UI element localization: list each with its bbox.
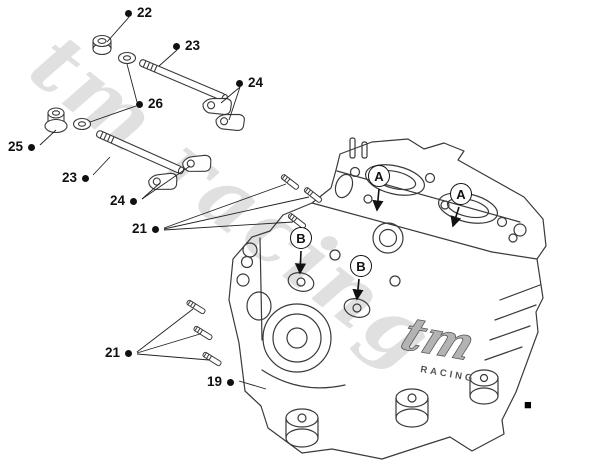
callout-label: 19 [207,374,223,389]
leader-lines [39,16,310,390]
washer-26-lower-drawing [72,117,92,131]
callout-23-top: 23 [173,38,200,54]
callout-label: 21 [132,221,148,236]
callout-label: 25 [8,139,24,154]
callout-label: 21 [105,345,121,360]
callout-dot [125,349,133,357]
callout-dot [173,42,180,50]
rocker-24-upper-a-drawing [202,97,232,115]
callout-dot [152,225,160,233]
letter-callout-b-right: B [350,255,372,277]
callout-24-bottom: 24 [110,193,138,209]
rocker-24-lower-b-drawing [182,154,212,172]
callout-26: 26 [136,96,163,112]
mounting-foot [469,369,499,405]
callout-dot [130,197,138,205]
callout-dot [125,9,132,17]
callout-dot [227,378,235,386]
small-studs-21-upper [280,174,323,229]
collar-25-drawing [44,107,68,134]
letter-callout-arrows [294,188,462,301]
callout-label: 24 [248,75,264,90]
callout-22: 22 [125,5,152,21]
callout-label: 22 [137,5,153,20]
callout-label: 24 [110,193,126,208]
callout-21-upper: 21 [132,221,160,237]
nut-22-drawing [92,34,112,56]
stud-23-lower-drawing [95,130,185,175]
callout-label: 23 [185,38,201,53]
watermark-text: tm racing [13,15,453,388]
letter-callout-b-left: B [290,227,312,249]
washer-26-upper-drawing [117,51,137,65]
mounting-foot [395,388,429,428]
callout-21-lower: 21 [105,345,133,361]
letter-callout-a-right: A [450,183,472,205]
callout-24-top: 24 [236,75,263,91]
callout-dot [236,79,243,87]
callout-dot [28,143,36,151]
callout-dot [136,100,143,108]
callout-label: 26 [148,96,164,111]
rocker-24-upper-b-drawing [215,113,245,131]
mounting-foot [285,408,319,448]
callout-19: 19 [207,374,235,390]
callout-23-bottom: 23 [62,170,90,186]
section-end-marker: ■ [524,397,532,412]
letter-callout-a-left: A [368,165,390,187]
callout-25: 25 [8,139,36,155]
small-studs-21-lower [186,299,222,367]
callout-dot [82,174,90,182]
callout-label: 23 [62,170,78,185]
rocker-24-lower-a-drawing [148,172,178,190]
